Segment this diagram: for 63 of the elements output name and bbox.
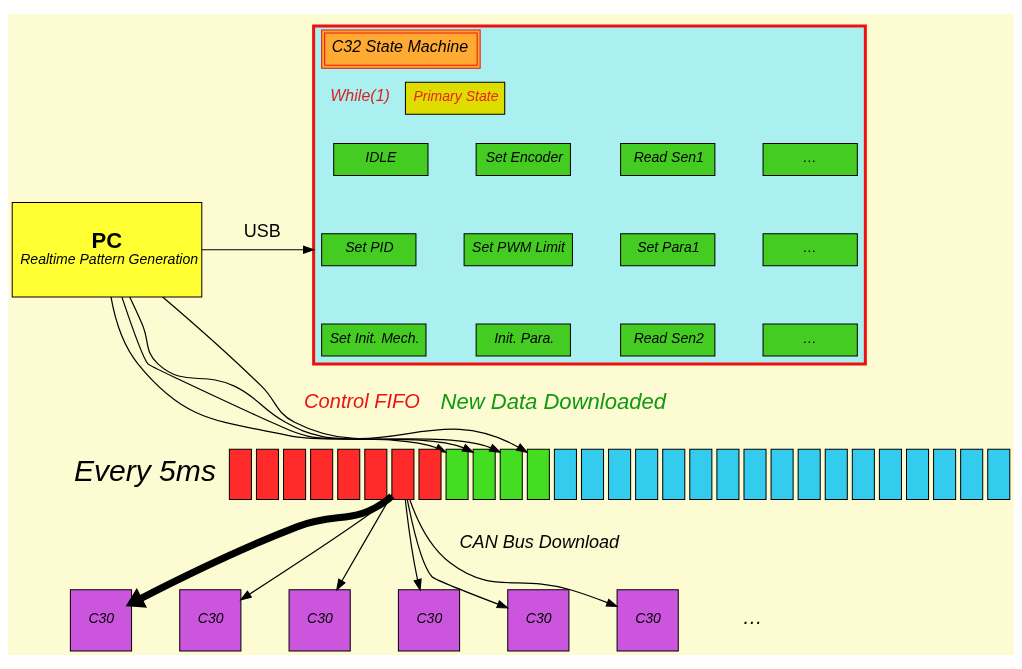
node-box [472,448,496,500]
node-box [662,448,686,500]
node-box: C30 [507,589,570,652]
label: … [742,606,763,629]
arrow [404,499,422,592]
node-box: Read Sen1 [620,142,716,176]
node-box [635,448,659,500]
node-box: C30 [288,589,351,652]
node-box: C30 [69,589,133,652]
arrow [406,498,510,609]
node-box [255,448,279,500]
node-box [364,448,388,500]
node-box [851,448,875,500]
node-box [391,448,415,500]
node-box [580,448,605,500]
node-box: … [762,142,858,176]
node-box: … [762,233,858,267]
node-box [743,448,767,500]
node-box [228,448,252,500]
node-box [716,448,740,500]
node-box: IDLE [333,142,429,176]
node-box [933,448,957,500]
node-box [418,448,442,500]
node-box [526,448,550,500]
node-box [824,448,848,500]
node-box [878,448,902,500]
arrow [125,493,395,608]
node-box: Set Para1 [620,233,716,267]
node-box: Set Init. Mech. [321,323,427,357]
node-box [499,448,523,500]
node-box [445,448,469,500]
node-box: Set PWM Limit [463,233,573,267]
node-box [960,448,984,500]
node-box: C30 [616,589,679,652]
node-box: PC Realtime Pattern Generation [11,202,203,298]
node-box: Read Sen2 [620,323,716,357]
label: New Data Downloaded [440,388,667,414]
label: CAN Bus Download [459,532,620,553]
node-box [906,448,930,500]
arrow [201,245,316,255]
arrow [239,494,393,601]
node-box: … [762,323,858,357]
node-box: Init. Para. [475,323,571,357]
node-box [283,448,307,500]
edge-label: USB [243,221,281,242]
node-box: C30 [179,589,242,652]
node-box [337,448,361,500]
node-box [987,448,1011,500]
node-box [689,448,713,500]
node-box: Set PID [321,233,417,267]
label: Control FIFO [304,390,420,413]
label: While(1) [330,86,390,105]
node-box: Primary State [404,81,506,115]
arrow [335,493,393,592]
node-box [770,448,794,500]
node-box [553,448,577,500]
label: Every 5ms [73,453,216,487]
node-box [797,448,821,500]
node-box [310,448,334,500]
node-box [608,448,632,500]
node-box: Set Encoder [475,142,571,176]
arrow [409,498,619,608]
node-box: C30 [397,589,461,652]
